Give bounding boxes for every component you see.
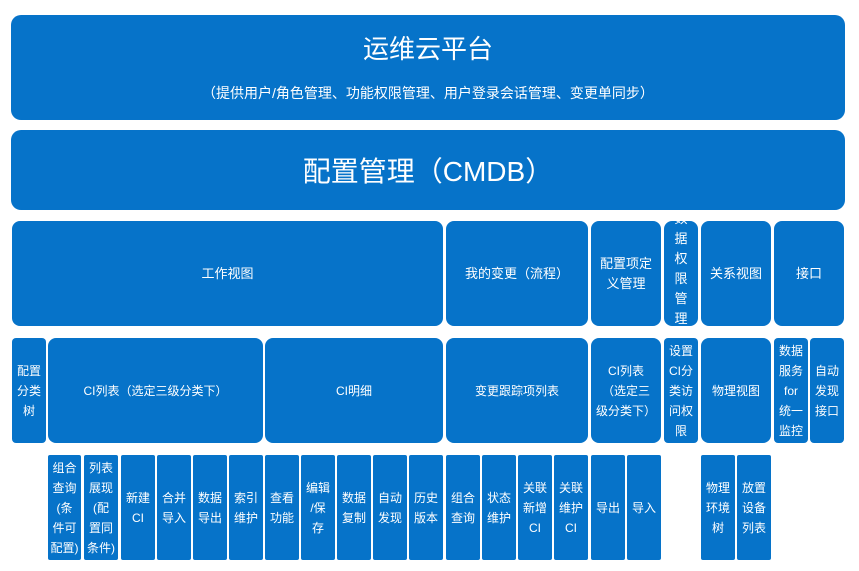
function-label: 状态 维护 (486, 490, 511, 525)
submodule-ci-detail: CI明细 (265, 338, 443, 443)
function-label: 列表 展现 (配 置同 条件) (87, 460, 115, 555)
function-label: 编辑 /保 存 (305, 480, 330, 535)
cmdb-title: 配置管理（CMDB） (302, 156, 554, 187)
module-label: 数 据 权 限 管 理 (674, 221, 688, 326)
module-label: 工作视图 (201, 265, 254, 281)
submodule-label: 自动 发现 接口 (814, 363, 839, 418)
function-status-maintenance: 状态 维护 (482, 455, 516, 560)
module-ci-definition: 配置项定 义管理 (591, 221, 661, 326)
function-list-display: 列表 展现 (配 置同 条件) (84, 455, 118, 560)
submodule-label: 数据 服务 for 统一 监控 (778, 343, 803, 438)
function-history-version: 历史 版本 (409, 455, 443, 560)
submodule-ci-list: CI列表（选定三级分类下） (48, 338, 263, 443)
submodule-label: CI明细 (335, 383, 372, 398)
function-label: 数据 导出 (197, 490, 222, 525)
function-label: 物理 环境 树 (705, 480, 730, 535)
module-my-changes: 我的变更（流程） (446, 221, 588, 326)
module-label: 配置项定 义管理 (599, 255, 652, 291)
function-combined-query: 组合 查询 (条 件可 配置) (48, 455, 81, 560)
submodule-label: CI列表（选定三级分类下） (83, 383, 228, 398)
function-label: 导出 (595, 500, 620, 515)
function-label: 放置 设备 列表 (741, 480, 766, 535)
function-link-maintain-ci: 关联 维护 CI (554, 455, 588, 560)
function-index-maintenance: 索引 维护 (229, 455, 263, 560)
function-import: 导入 (627, 455, 661, 560)
platform-subtitle: （提供用户/角色管理、功能权限管理、用户登录会话管理、变更单同步） (202, 84, 654, 101)
function-auto-discovery: 自动 发现 (373, 455, 407, 560)
function-label: 关联 新增 CI (522, 480, 547, 535)
submodule-label: 配置 分类 树 (16, 363, 41, 418)
function-label: 合并 导入 (161, 490, 186, 525)
submodule-label: 物理视图 (711, 383, 760, 398)
submodule-ci-list-def: CI列表 （选定三 级分类下） (591, 338, 661, 443)
function-view: 查看 功能 (265, 455, 299, 560)
submodule-label: 设置 CI分 类访 问权 限 (668, 343, 693, 438)
cmdb-block: 配置管理（CMDB） (11, 130, 845, 210)
function-data-export: 数据 导出 (193, 455, 227, 560)
platform-title: 运维云平台 (362, 33, 493, 64)
function-physical-env-tree: 物理 环境 树 (701, 455, 735, 560)
function-label: 关联 维护 CI (558, 480, 583, 535)
function-export: 导出 (591, 455, 625, 560)
module-relation-view: 关系视图 (701, 221, 771, 326)
function-label: 组合 查询 (条 件可 配置) (50, 460, 79, 555)
module-label: 关系视图 (709, 265, 762, 281)
submodule-label: 变更跟踪项列表 (474, 383, 559, 398)
module-interface: 接口 (774, 221, 844, 326)
submodule-config-tree: 配置 分类 树 (12, 338, 46, 443)
function-label: 导入 (631, 500, 656, 515)
platform-header-block: 运维云平台 （提供用户/角色管理、功能权限管理、用户登录会话管理、变更单同步） (11, 15, 845, 120)
module-work-view: 工作视图 (12, 221, 443, 326)
function-device-placement-list: 放置 设备 列表 (737, 455, 771, 560)
module-data-permission: 数 据 权 限 管 理 (664, 221, 698, 326)
function-data-copy: 数据 复制 (337, 455, 371, 560)
module-label: 我的变更（流程） (464, 265, 569, 281)
function-link-new-ci: 关联 新增 CI (518, 455, 552, 560)
function-edit-save: 编辑 /保 存 (301, 455, 335, 560)
function-label: 历史 版本 (413, 490, 438, 525)
function-merge-import: 合并 导入 (157, 455, 191, 560)
submodule-data-service: 数据 服务 for 统一 监控 (774, 338, 808, 443)
function-label: 数据 复制 (341, 490, 366, 525)
function-label: 新建 CI (125, 490, 150, 525)
submodule-auto-discovery-interface: 自动 发现 接口 (810, 338, 844, 443)
submodule-physical-view: 物理视图 (701, 338, 771, 443)
function-label: 索引 维护 (233, 490, 258, 525)
function-label: 查看 功能 (269, 490, 294, 525)
function-label: 自动 发现 (377, 490, 402, 525)
function-new-ci: 新建 CI (121, 455, 155, 560)
submodule-change-tracking: 变更跟踪项列表 (446, 338, 588, 443)
function-label: 组合 查询 (450, 490, 475, 525)
module-label: 接口 (795, 265, 822, 281)
function-change-combined-query: 组合 查询 (446, 455, 480, 560)
submodule-label: CI列表 （选定三 级分类下） (595, 363, 656, 418)
submodule-ci-permission: 设置 CI分 类访 问权 限 (664, 338, 698, 443)
